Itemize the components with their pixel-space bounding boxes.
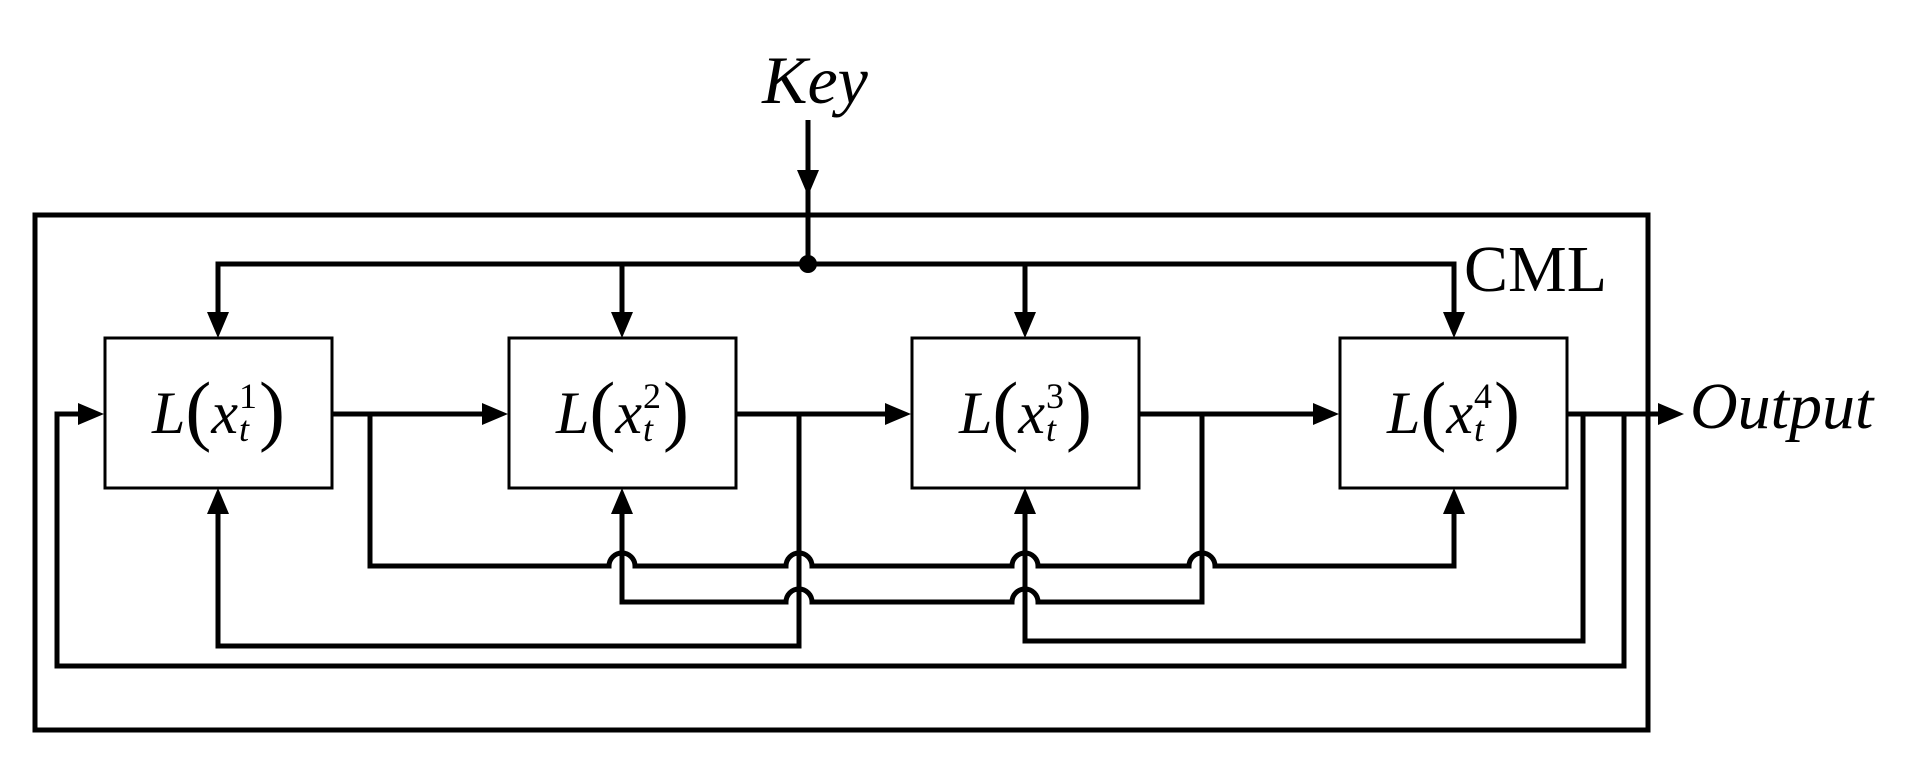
arrowhead-into-lattice-3-bottom — [1014, 488, 1036, 514]
key-label-text: Key — [762, 42, 868, 118]
arrowhead-into-lattice-2-left — [482, 403, 508, 425]
lattice-3-superscript: 3 — [1046, 375, 1064, 416]
lattice-3-func: L — [959, 380, 993, 446]
lattice-2-var: x — [615, 380, 642, 446]
arrowhead-into-lattice-1-left — [78, 403, 104, 425]
lattice-3-var: x — [1018, 380, 1045, 446]
feedback-l2-to-l1 — [215, 414, 802, 649]
lattice-4-subscript: t — [1474, 409, 1485, 449]
lattice-1-func: L — [152, 380, 186, 446]
lattice-1-subscript: t — [239, 409, 250, 449]
lattice-2-func: L — [556, 380, 590, 446]
feedback-l4-to-l1 — [54, 411, 1627, 669]
lattice-3-open-paren: ( — [992, 366, 1019, 453]
feedback-l1-to-l4 — [367, 414, 1457, 569]
arrowhead-into-lattice-2-bottom — [611, 488, 633, 514]
lattice-3-subscript: t — [1046, 409, 1057, 449]
key-distribution-line — [215, 261, 1457, 316]
arrowhead-into-lattice-3-left — [885, 403, 911, 425]
lattice-1-close-paren: ) — [259, 366, 285, 453]
lattice-1-var: x — [211, 380, 238, 446]
cml-boundary-box — [32, 212, 1651, 733]
lattice-1-superscript: 1 — [239, 375, 257, 416]
lattice-4-open-paren: ( — [1420, 366, 1447, 453]
feedback-l3-to-l2 — [619, 414, 1205, 605]
key-arrowhead-icon — [797, 170, 819, 196]
arrowhead-into-lattice-4-bottom — [1443, 488, 1465, 514]
lattice-2-open-paren: ( — [589, 366, 616, 453]
feedback-l4-to-l3 — [1022, 414, 1586, 644]
key-arrowhead-into-lattice-2 — [611, 312, 633, 338]
arrowhead-into-lattice-4-left — [1313, 403, 1339, 425]
key-arrowhead-into-lattice-1 — [207, 312, 229, 338]
cml-system-label: CML — [1464, 237, 1607, 303]
lattice-2-superscript: 2 — [643, 375, 661, 416]
lattice-4-func: L — [1387, 380, 1421, 446]
key-arrowhead-into-lattice-3 — [1014, 312, 1036, 338]
lattice-3-close-paren: ) — [1066, 366, 1092, 453]
output-label: Output — [1690, 374, 1873, 440]
key-drop-lines — [619, 264, 1028, 316]
lattice-2-close-paren: ) — [663, 366, 689, 453]
lattice-1-open-paren: ( — [185, 366, 212, 453]
key-label: Key — [762, 46, 868, 114]
output-label-text: Output — [1690, 370, 1874, 443]
lattice-4-superscript: 4 — [1474, 375, 1492, 416]
output-arrowhead-icon — [1658, 403, 1684, 425]
lattice-2-subscript: t — [643, 409, 654, 449]
lattice-4-close-paren: ) — [1494, 366, 1520, 453]
key-arrowhead-into-lattice-4 — [1443, 312, 1465, 338]
arrowhead-into-lattice-1-bottom — [207, 488, 229, 514]
cml-label-text: CML — [1464, 233, 1608, 306]
lattice-4-var: x — [1446, 380, 1473, 446]
